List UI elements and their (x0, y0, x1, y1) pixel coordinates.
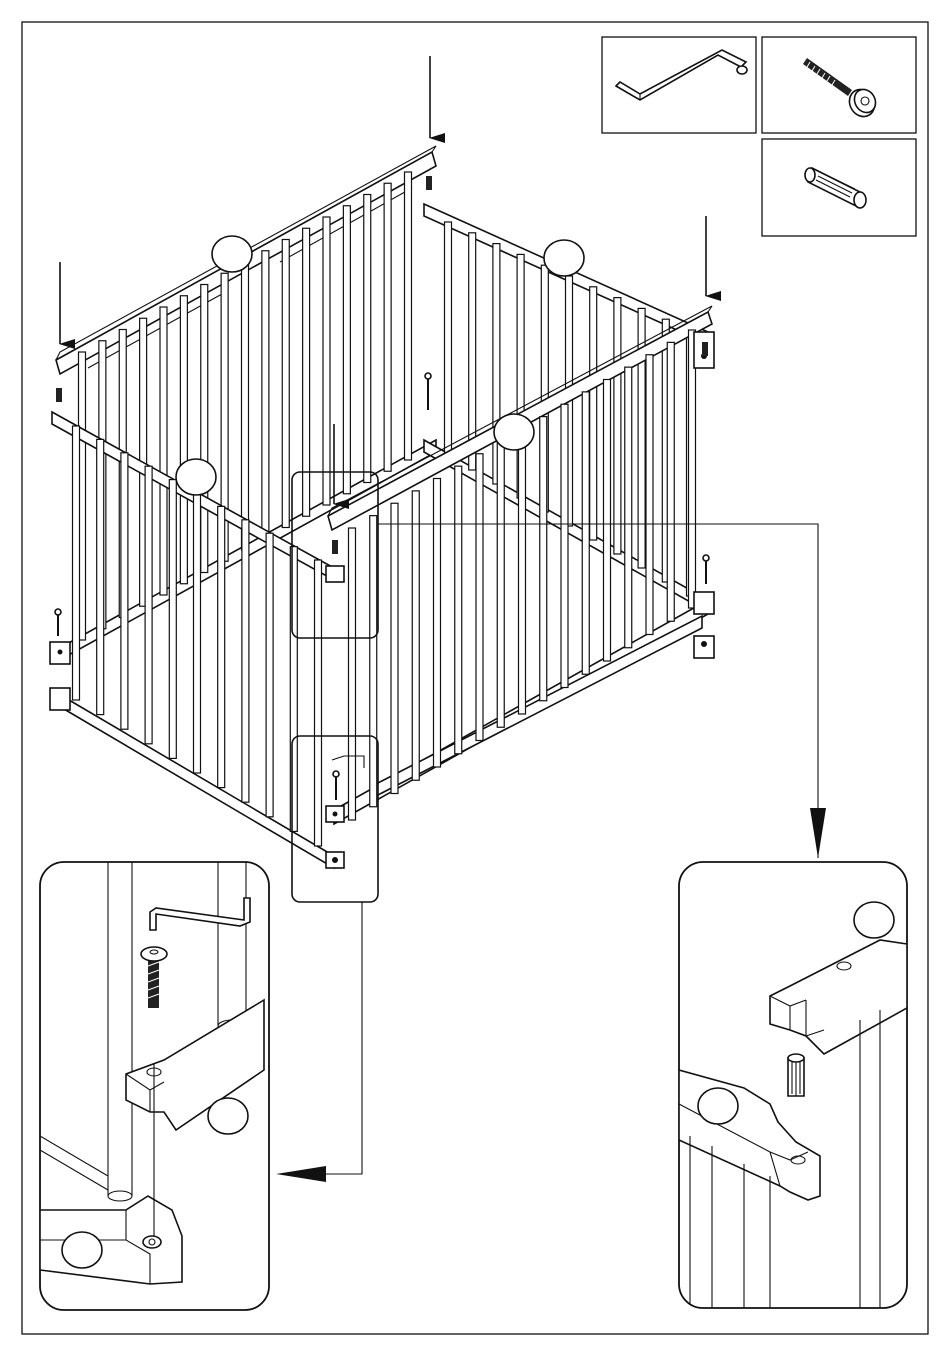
detail-view-bolt (40, 862, 269, 1310)
crib-bar (540, 417, 547, 701)
leader-line-right (378, 524, 818, 858)
callout-circle (494, 414, 534, 450)
crib-bar (242, 520, 249, 802)
parts-legend (602, 37, 916, 236)
crib-bar (497, 441, 504, 727)
dowel-icon (805, 168, 866, 208)
dowel-icon (702, 342, 708, 356)
detail-view-dowel (679, 862, 907, 1308)
crib-bar (364, 195, 371, 483)
crib-bar (667, 342, 674, 621)
callout-circle (212, 236, 252, 272)
crib-bar (455, 466, 462, 754)
bolt-icon (803, 58, 880, 121)
crib-bar (121, 453, 128, 729)
crib-bar (160, 307, 167, 595)
bolt-icon (333, 771, 339, 800)
crib-bar (201, 285, 208, 573)
crib-bar (614, 298, 621, 554)
crib-bar (476, 454, 483, 741)
bolt-icon (425, 373, 431, 410)
crib-bar (323, 217, 330, 505)
crib-bar (315, 560, 322, 846)
crib-bar (370, 516, 377, 807)
bolt-icon (55, 609, 61, 636)
crib-bar (405, 172, 412, 460)
crib-bar (445, 222, 452, 456)
crib-bar (391, 503, 398, 793)
callout-circle (62, 1232, 102, 1268)
crib-bar (262, 251, 269, 539)
dowel-icon (426, 176, 432, 190)
crib-bar (519, 429, 526, 714)
crib-bar (625, 367, 632, 648)
crib-bar (145, 466, 152, 744)
callout-circle (698, 1088, 738, 1124)
arrow-left-icon (276, 1166, 326, 1182)
arrow-down-icon (810, 808, 826, 858)
callout-circle (544, 240, 584, 276)
crib-bar (590, 287, 597, 540)
crib-bar (604, 380, 611, 662)
crib-bar (97, 439, 104, 714)
crib-assembly (50, 146, 714, 868)
allen-key-icon (616, 50, 747, 100)
crib-bar (242, 262, 249, 550)
crib-bar (180, 296, 187, 584)
crib-bar (303, 228, 310, 516)
bolt-icon (703, 555, 709, 584)
crib-bar (349, 528, 356, 820)
crib-bar (282, 240, 289, 528)
crib-bar (561, 404, 568, 687)
leader-line-left (300, 902, 362, 1174)
dowel-icon (56, 388, 62, 402)
callout-circle (208, 1098, 248, 1134)
crib-bar (646, 355, 653, 635)
callout-circle (176, 459, 216, 495)
crib-bar (266, 533, 273, 817)
crib-bar (434, 479, 441, 768)
crib-bar (582, 392, 589, 674)
crib-bar (73, 426, 80, 700)
crib-bar (689, 330, 696, 608)
crib-bar (343, 206, 350, 494)
callout-circle (854, 902, 894, 938)
crib-bar (218, 506, 225, 787)
crib-bar (169, 480, 176, 759)
crib-bar (384, 183, 391, 471)
crib-bar (412, 491, 419, 780)
dowel-icon (332, 540, 338, 554)
crib-bar (194, 493, 201, 773)
